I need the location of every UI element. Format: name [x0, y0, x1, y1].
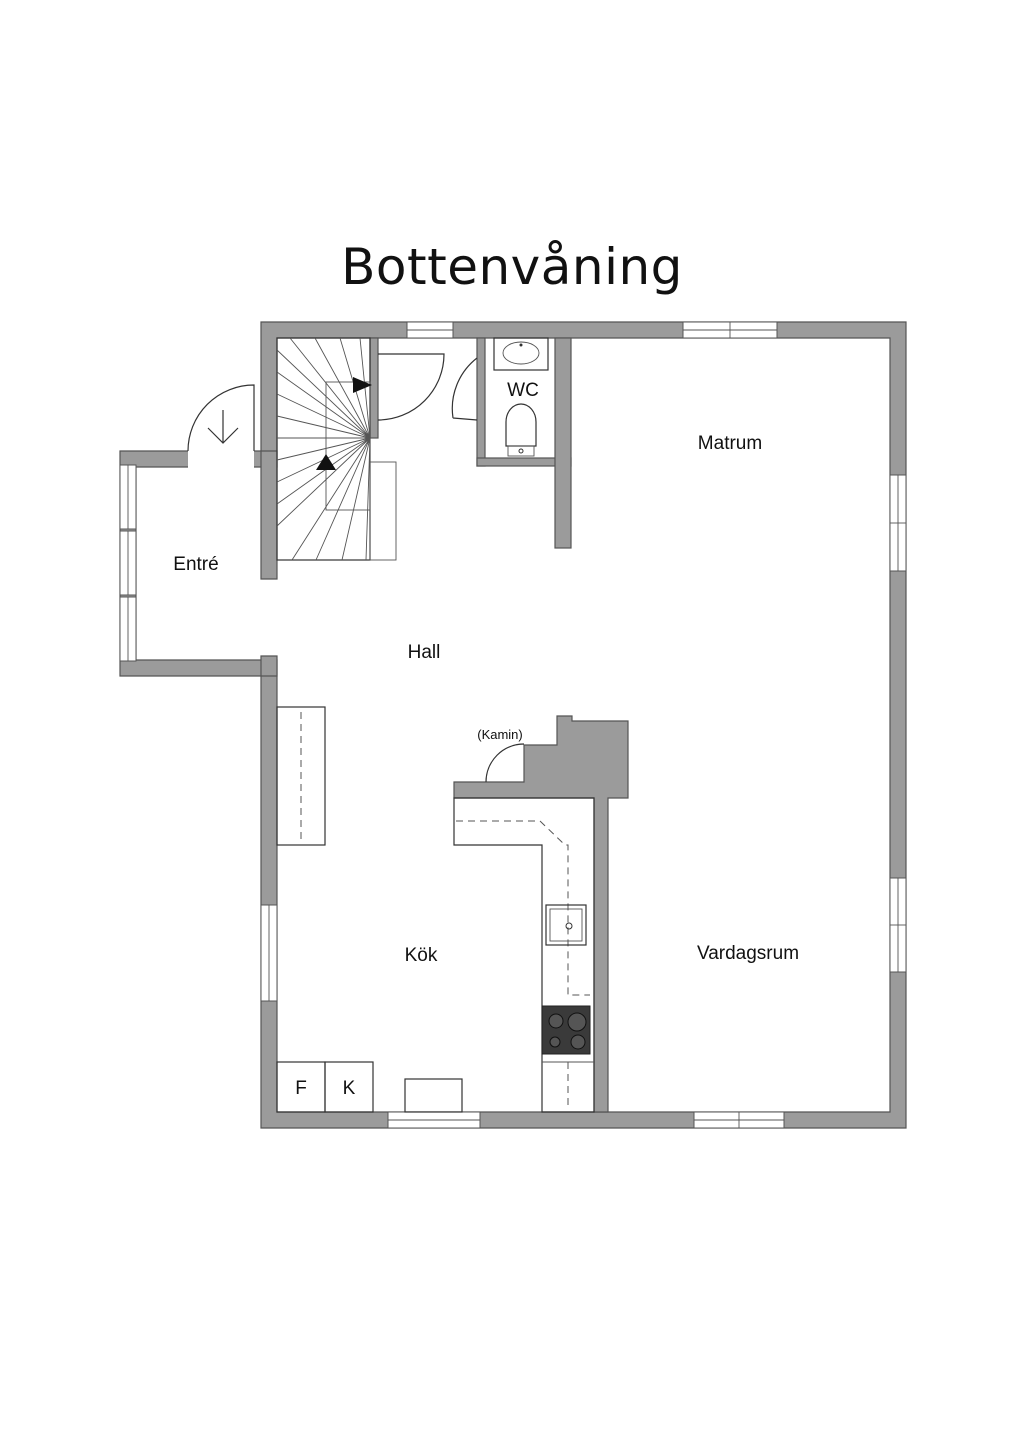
kitchen-wall-cabinet	[276, 706, 326, 846]
floorplan-title: Bottenvåning	[341, 238, 683, 296]
outer-walls	[119, 321, 907, 1129]
kitchen-fixtures	[276, 706, 595, 1113]
wc-door	[451, 357, 478, 421]
label-entre: Entré	[173, 554, 218, 575]
room-labels: WC Matrum Entré Hall (Kamin) Kök Vardags…	[173, 380, 799, 1099]
stair-arrow-right-icon	[353, 377, 372, 393]
windows	[119, 321, 907, 1129]
stair-wall	[369, 337, 379, 439]
label-freezer: K	[343, 1078, 356, 1099]
hall-opening	[260, 579, 278, 656]
kitchen-island	[453, 797, 595, 1113]
label-hall: Hall	[408, 642, 441, 663]
wc-wall-right	[554, 337, 572, 549]
entrance-opening	[188, 450, 254, 468]
kitchen-appliance	[404, 1078, 463, 1113]
stair-arrow-up-icon	[316, 454, 336, 470]
label-vardagsrum: Vardagsrum	[697, 943, 799, 964]
fireplace-block	[453, 715, 629, 1113]
freezer-box	[324, 1061, 374, 1113]
toilet-icon	[505, 403, 537, 447]
label-kok: Kök	[405, 945, 438, 966]
wc-sink	[493, 337, 549, 371]
wc-wall-left	[476, 337, 486, 467]
kitchen-sink	[545, 904, 587, 946]
entrance-door	[187, 384, 255, 452]
label-matrum: Matrum	[698, 433, 762, 454]
label-kamin: (Kamin)	[477, 727, 523, 742]
staircase	[276, 337, 397, 561]
wc-fixtures	[493, 337, 549, 457]
entrance-arrow-icon	[207, 410, 239, 444]
label-fridge: F	[295, 1078, 307, 1099]
walls	[119, 321, 907, 1129]
doors	[187, 353, 525, 783]
label-wc: WC	[507, 380, 539, 401]
kamin-door	[485, 743, 525, 783]
stair-door	[377, 353, 445, 421]
